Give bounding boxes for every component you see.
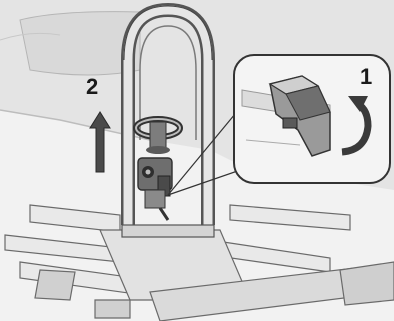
step-1-label: 1 xyxy=(360,66,372,88)
carrier-platform xyxy=(5,205,394,321)
holding-ring xyxy=(136,119,180,154)
step-2-label: 2 xyxy=(86,76,98,98)
locking-lever xyxy=(138,158,172,220)
